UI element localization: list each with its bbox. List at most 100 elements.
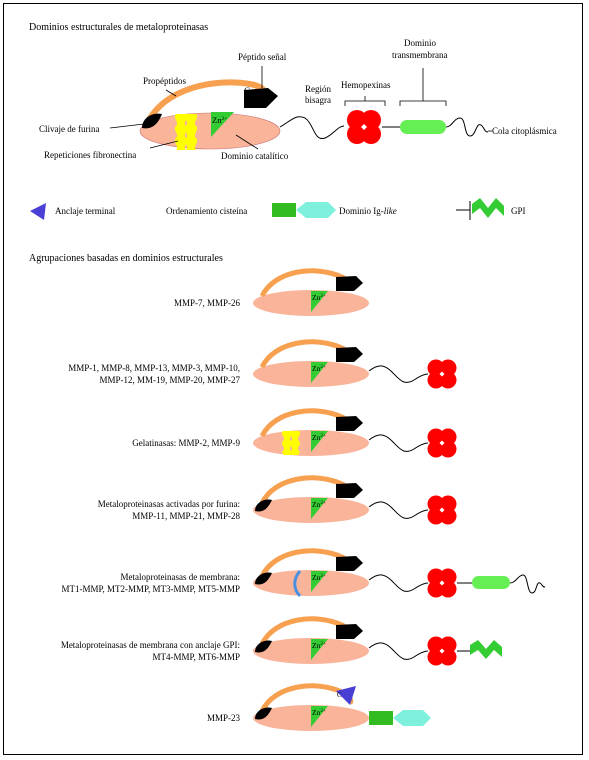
group-row: MMP-23 C Zn2+ <box>207 683 431 731</box>
legend: Anclaje terminal Ordenamiento cisteína D… <box>30 198 526 220</box>
c-label: C <box>337 691 342 699</box>
hemopexin-bracket <box>344 96 386 106</box>
catalytic-domain <box>139 112 281 150</box>
c-label: C <box>244 86 250 96</box>
transmembrane-domain <box>400 120 446 134</box>
group-label: MMP-7, MMP-26 <box>174 298 241 308</box>
hemopexin-center <box>439 580 445 586</box>
label-hemopexinas: Hemopexinas <box>341 80 391 90</box>
hemopexin-lobe <box>427 495 445 513</box>
hemopexin-lobe <box>439 580 457 598</box>
zn-label: Zn2+ <box>212 115 227 125</box>
group-row: Metaloproteinasas de membrana: MT1-MMP, M… <box>61 548 546 598</box>
hemopexin-lobe <box>439 371 457 389</box>
group-row: Metaloproteinasas activadas por furina:M… <box>98 475 457 525</box>
zn-label: Zn2+ <box>312 641 326 650</box>
group-label: Metaloproteinasas de membrana: <box>121 572 240 582</box>
zn-label: Zn2+ <box>312 364 326 373</box>
label-repeticiones-fibronectina: Repeticiones fibronectina <box>44 150 136 160</box>
label-transmembrana: transmembrana <box>392 50 447 60</box>
hemopexin-domain <box>347 110 381 144</box>
zn-label: Zn2+ <box>312 708 326 717</box>
pointer-propeptide <box>165 89 177 97</box>
hemopexin-lobe <box>439 648 457 666</box>
hinge-region-line <box>368 642 429 660</box>
hemopexin-center <box>439 507 445 513</box>
hemopexin-center <box>439 648 445 654</box>
hinge-region-line <box>368 574 429 592</box>
c-label: C <box>337 276 342 284</box>
hemopexin-lobe <box>439 568 457 586</box>
zinc-site <box>311 706 328 727</box>
hemopexin-domain <box>427 636 457 666</box>
group-label: Gelatinasas: MMP-2, MMP-9 <box>132 438 240 448</box>
hemopexin-lobe <box>427 636 445 654</box>
c-label: C <box>337 624 342 632</box>
fibronectin-repeats <box>281 431 301 455</box>
c-label: C <box>337 483 342 491</box>
hemopexin-lobe <box>439 636 457 654</box>
group-label: MMP-23 <box>207 713 241 723</box>
cytoplasmic-tail <box>509 574 546 594</box>
legend-ig-like-icon <box>296 202 336 218</box>
signal-peptide <box>336 276 363 291</box>
pointer-furin <box>109 123 145 129</box>
group-row: MMP-1, MMP-8, MMP-13, MMP-3, MMP-10,MMP-… <box>68 339 457 389</box>
zn-label: Zn2+ <box>312 293 326 302</box>
pointer-catalytic <box>235 134 259 150</box>
legend-anclaje-terminal: Anclaje terminal <box>55 206 116 216</box>
section2-title: Agrupaciones basadas en dominios estruct… <box>29 253 223 264</box>
signal-peptide <box>336 556 363 571</box>
group-label: MT1-MMP, MT2-MMP, MT3-MMP, MT5-MMP <box>61 584 240 594</box>
group-label: MMP-1, MMP-8, MMP-13, MMP-3, MMP-10, <box>68 363 240 373</box>
hemopexin-domain <box>427 428 457 458</box>
zinc-site <box>311 571 328 592</box>
c-label: C <box>337 347 342 355</box>
group-row: Metaloproteinasas de membrana con anclaj… <box>61 616 502 666</box>
hemopexin-lobe <box>427 359 445 377</box>
furin-cleavage-mark <box>255 707 272 720</box>
hemopexin-domain <box>427 568 457 598</box>
signal-peptide <box>336 347 363 362</box>
hemopexin-lobe <box>427 507 445 525</box>
hemopexin-lobe <box>427 440 445 458</box>
ig-like-domain <box>393 710 431 726</box>
transmembrane-domain <box>472 576 510 589</box>
label-peptido-senal: Péptido señal <box>238 52 287 62</box>
legend-dominio-ig: Dominio Ig-like <box>339 206 397 216</box>
legend-cysteine-icon <box>272 203 296 217</box>
furin-cleavage-mark <box>255 572 272 585</box>
furin-cleavage-mark <box>142 113 162 129</box>
zinc-site <box>311 431 328 452</box>
label-bisagra: bisagra <box>305 95 331 105</box>
hemopexin-lobe <box>427 371 445 389</box>
cytoplasmic-tail <box>445 117 489 137</box>
c-label: C <box>337 416 342 424</box>
cysteine-array <box>369 711 393 725</box>
hemopexin-center <box>439 440 445 446</box>
transmembrane-bracket <box>399 68 447 106</box>
section1-labels: Péptido señal Propéptidos Región bisagra… <box>39 38 557 161</box>
label-propeptidos: Propéptidos <box>143 76 186 86</box>
legend-terminal-anchor-icon <box>30 203 46 220</box>
group-row: MMP-7, MMP-26 C Zn2+ <box>174 268 369 316</box>
hemopexin-lobe <box>427 648 445 666</box>
hinge-region-line <box>368 365 429 383</box>
label-dominio-catalitico: Dominio catalítico <box>221 151 289 161</box>
furin-cleavage-mark <box>255 499 272 512</box>
zinc-site <box>311 362 328 383</box>
pointer-fibronectin <box>149 140 179 149</box>
group-label: Metaloproteinasas de membrana con anclaj… <box>61 640 240 650</box>
group-label: MMP-11, MMP-21, MMP-28 <box>132 511 240 521</box>
signal-peptide <box>244 88 278 108</box>
label-dominio: Dominio <box>404 38 437 48</box>
hemopexin-lobe <box>439 507 457 525</box>
hemopexin-lobe <box>439 428 457 446</box>
main-protein: C Zn2+ <box>109 66 492 150</box>
gpi-anchor <box>470 640 502 659</box>
figure-frame <box>3 3 583 755</box>
zn-label: Zn2+ <box>312 433 326 442</box>
section1-title: Dominios estructurales de metaloproteina… <box>29 22 208 33</box>
